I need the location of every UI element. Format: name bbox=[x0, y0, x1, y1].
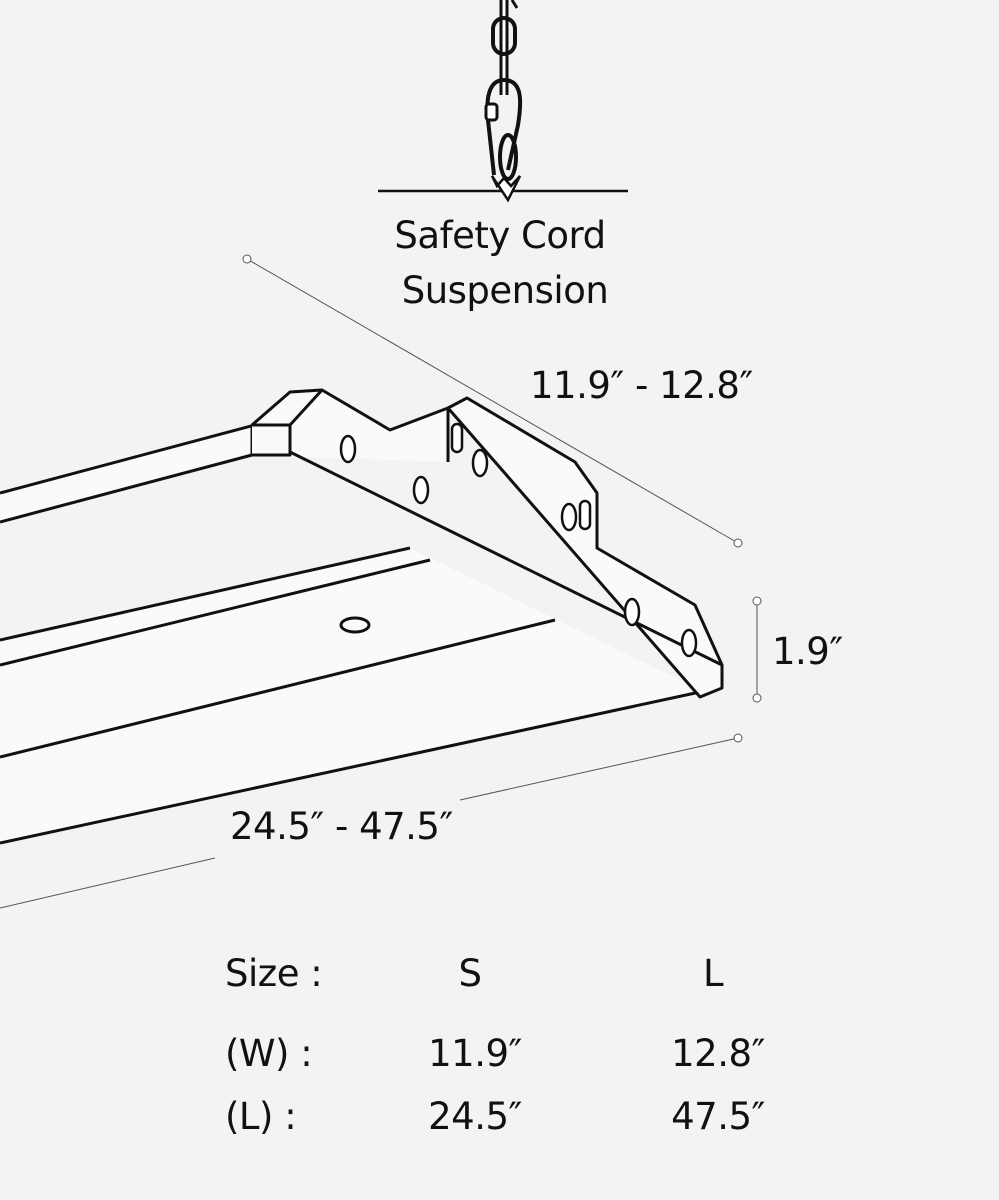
row-width-label: (W) : bbox=[225, 1032, 313, 1075]
row-width-s: 11.9″ bbox=[428, 1032, 522, 1075]
row-width-l: 12.8″ bbox=[671, 1032, 765, 1075]
row-length-s: 24.5″ bbox=[428, 1095, 522, 1138]
mount-hole-icon bbox=[339, 616, 371, 634]
height-dimension-label: 1.9″ bbox=[772, 630, 843, 673]
title-line-1: Safety Cord bbox=[394, 214, 606, 257]
size-header-l: L bbox=[702, 952, 724, 995]
size-header-label: Size : bbox=[225, 952, 323, 995]
light-fixture bbox=[0, 388, 724, 845]
row-length-label: (L) : bbox=[225, 1095, 297, 1138]
title-line-2: Suspension bbox=[401, 269, 609, 312]
length-dimension-label: 24.5″ - 47.5″ bbox=[230, 805, 453, 848]
size-header-s: S bbox=[458, 952, 483, 995]
safety-cord-icon bbox=[378, 0, 628, 203]
width-dimension-label: 11.9″ - 12.8″ bbox=[530, 364, 753, 407]
dimension-lines bbox=[0, 254, 762, 909]
bracket-holes bbox=[339, 422, 698, 658]
row-length-l: 47.5″ bbox=[671, 1095, 765, 1138]
